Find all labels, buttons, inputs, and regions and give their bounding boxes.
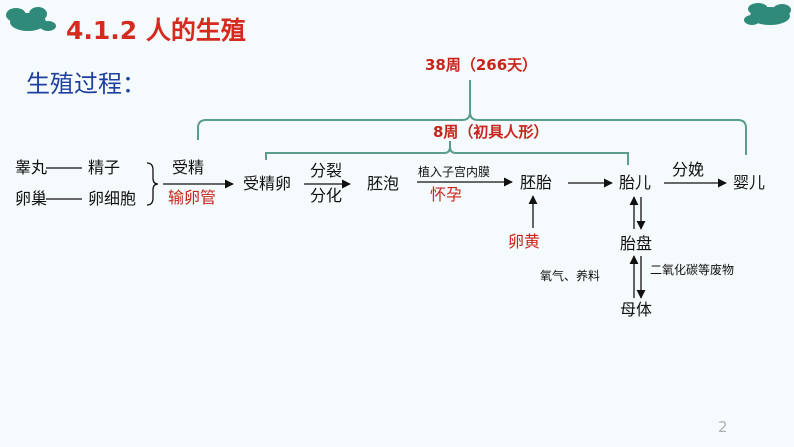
outer-bracket <box>197 80 747 155</box>
node-fetus: 胎儿 <box>619 173 652 192</box>
node-baby: 婴儿 <box>733 173 766 192</box>
label-oviduct: 输卵管 <box>168 188 217 207</box>
page-title: 4.1.2 人的生殖 <box>66 16 246 45</box>
node-embryo: 胚胎 <box>520 173 553 192</box>
label-pregnancy: 怀孕 <box>430 185 463 204</box>
page-number: 2 <box>718 418 728 436</box>
label-implantation: 植入子宫内膜 <box>418 165 491 179</box>
cloud-right-icon <box>744 3 791 25</box>
bracket-outer-label: 38周（266天） <box>425 56 538 74</box>
page-subtitle: 生殖过程： <box>26 70 146 98</box>
label-differentiation: 分化 <box>310 186 343 205</box>
label-division: 分裂 <box>310 161 343 180</box>
bracket-inner-label: 8周（初具人形） <box>433 123 549 141</box>
label-ovary: 卵巢 <box>15 189 48 208</box>
node-zygote: 受精卵 <box>243 174 292 193</box>
curly-brace <box>146 162 159 206</box>
node-blastocyst: 胚泡 <box>367 174 400 193</box>
label-sperm: 精子 <box>88 158 121 177</box>
label-birth: 分娩 <box>672 160 705 179</box>
label-egg: 卵细胞 <box>88 189 137 208</box>
label-testis: 睾丸 <box>15 158 48 177</box>
node-placenta: 胎盘 <box>620 234 653 253</box>
node-mother: 母体 <box>620 300 653 319</box>
cloud-left-icon <box>6 7 56 31</box>
inner-bracket <box>265 141 629 165</box>
label-oxygen-nutrients: 氧气、养料 <box>540 269 601 283</box>
label-waste: 二氧化碳等废物 <box>650 263 735 277</box>
node-yolk: 卵黄 <box>508 232 541 251</box>
label-fertilization: 受精 <box>172 158 205 177</box>
